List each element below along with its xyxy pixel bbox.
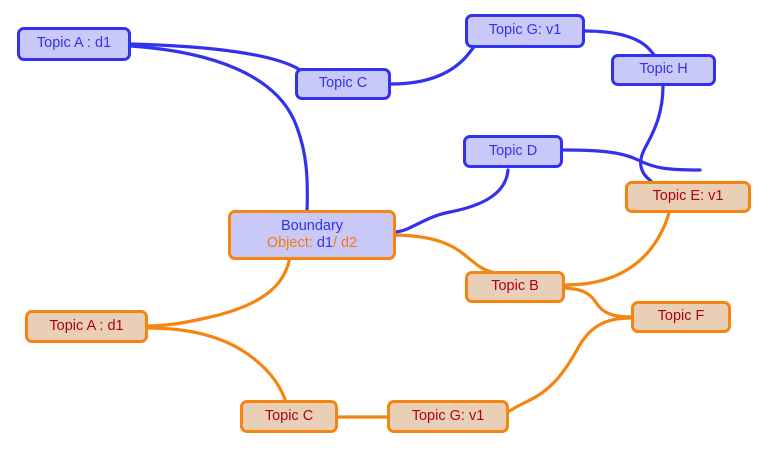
node-orange-topic-e-label: Topic E: v1	[652, 188, 724, 205]
node-orange-topic-c-label: Topic C	[264, 407, 314, 424]
node-blue-topic-a-label: Topic A : d1	[36, 35, 112, 52]
node-blue-topic-h[interactable]: Topic H	[611, 54, 716, 86]
boundary-title: Boundary	[280, 217, 344, 234]
edge-blue-topic-h-to-topic-e	[639, 84, 665, 183]
edge-orange-topic-a-to-topic-c	[146, 326, 287, 401]
node-blue-topic-d-label: Topic D	[488, 142, 538, 159]
node-orange-topic-b[interactable]: Topic B	[465, 271, 565, 303]
node-blue-topic-g-label: Topic G: v1	[488, 22, 562, 39]
edge-orange-boundary-to-topic-a	[146, 254, 292, 328]
node-blue-topic-d[interactable]: Topic D	[463, 135, 563, 168]
node-orange-topic-f[interactable]: Topic F	[631, 301, 731, 333]
node-blue-topic-h-label: Topic H	[639, 61, 688, 78]
boundary-sub-suffix: / d2	[332, 235, 358, 251]
edge-blue-topic-a-to-boundary	[129, 44, 309, 215]
edge-blue-topic-d-to-topic-h	[561, 148, 702, 172]
node-boundary-object[interactable]: Boundary Object: d1/ d2	[228, 210, 396, 260]
node-blue-topic-g[interactable]: Topic G: v1	[465, 14, 585, 48]
boundary-subtitle: Object: d1/ d2	[267, 235, 357, 252]
node-orange-topic-f-label: Topic F	[657, 308, 705, 325]
edge-orange-topic-f-to-topic-g	[506, 316, 633, 414]
boundary-sub-prefix: Object:	[266, 235, 317, 251]
node-orange-topic-c[interactable]: Topic C	[240, 400, 338, 433]
node-orange-topic-g-label: Topic G: v1	[411, 407, 485, 424]
node-orange-topic-g[interactable]: Topic G: v1	[387, 400, 509, 433]
node-blue-topic-a[interactable]: Topic A : d1	[17, 27, 131, 61]
edge-orange-boundary-to-topic-b	[394, 233, 494, 274]
node-orange-topic-e[interactable]: Topic E: v1	[625, 181, 751, 213]
node-orange-topic-b-label: Topic B	[491, 278, 539, 295]
node-orange-topic-a-label: Topic A : d1	[49, 317, 124, 334]
edge-orange-topic-b-to-topic-f	[563, 286, 633, 319]
edge-blue-topic-d-to-boundary	[392, 168, 510, 234]
node-orange-topic-a[interactable]: Topic A : d1	[25, 310, 148, 343]
boundary-sub-d1: d1	[316, 235, 333, 251]
node-blue-topic-c-label: Topic C	[318, 75, 368, 92]
node-blue-topic-c[interactable]: Topic C	[295, 68, 391, 100]
